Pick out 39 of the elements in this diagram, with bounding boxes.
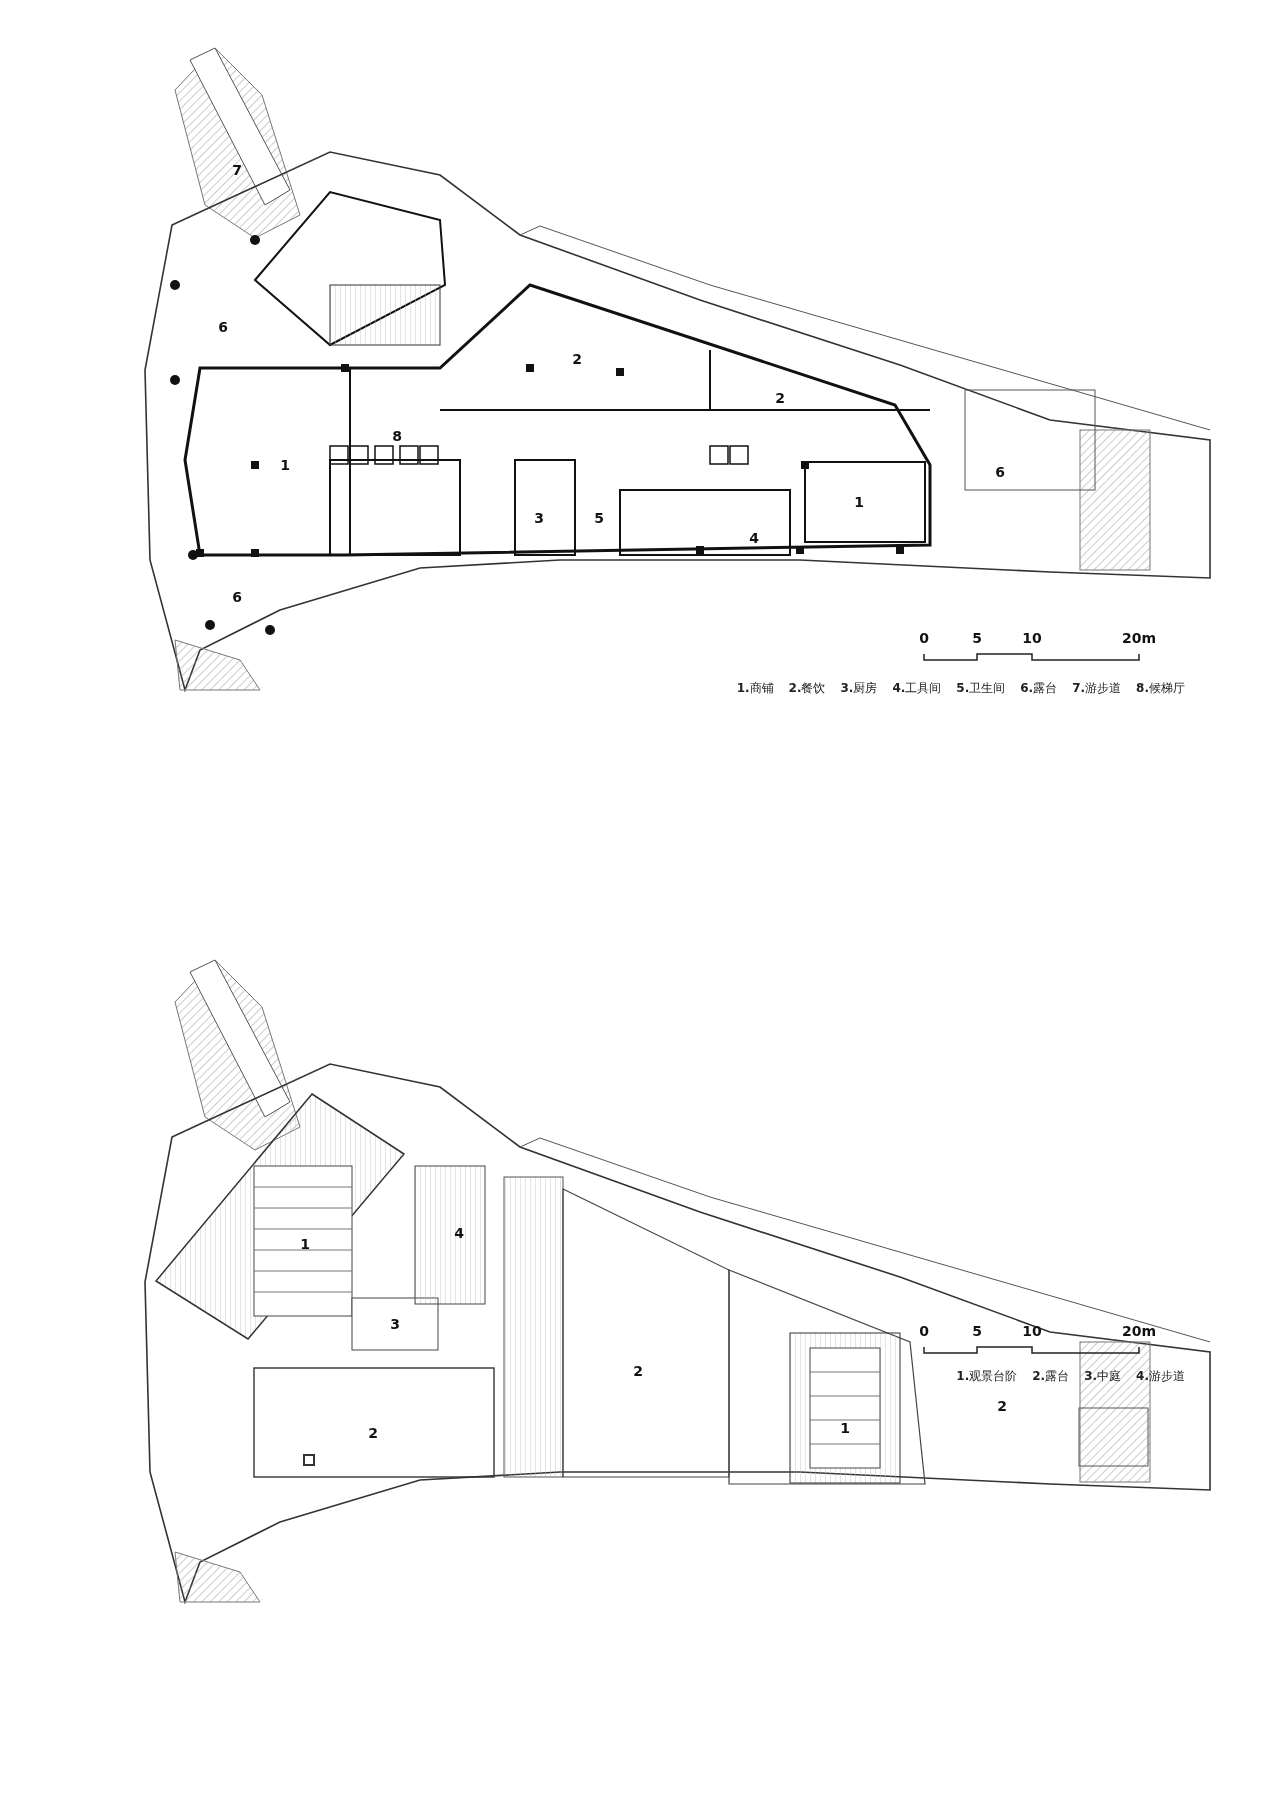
room-number: 4 xyxy=(749,531,759,545)
room-number: 7 xyxy=(232,163,242,177)
room-number: 5 xyxy=(594,511,604,525)
scale-label: 5 xyxy=(972,631,982,645)
legend-item: 2.餐饮 xyxy=(788,680,826,697)
legend-item: 4.游步道 xyxy=(1136,1368,1185,1385)
scale-label: 10 xyxy=(1022,631,1042,645)
scale-label: 20m xyxy=(1121,631,1157,645)
scale-label: 0 xyxy=(919,631,929,645)
room-number: 1 xyxy=(280,458,290,472)
room-number: 1 xyxy=(854,495,864,509)
room-number: 3 xyxy=(390,1317,400,1331)
legend-item: 4.工具间 xyxy=(892,680,942,697)
legend-item: 1.商铺 xyxy=(736,680,774,697)
legend-item: 8.候梯厅 xyxy=(1136,680,1185,697)
room-number: 4 xyxy=(454,1226,464,1240)
legend-item: 7.游步道 xyxy=(1072,680,1122,697)
room-number: 6 xyxy=(232,590,242,604)
legend-item: 2.露台 xyxy=(1032,1368,1070,1385)
legend-item: 1.观景台阶 xyxy=(956,1368,1018,1385)
legend-item: 3.中庭 xyxy=(1084,1368,1122,1385)
room-number: 8 xyxy=(392,429,402,443)
legend-item: 3.厨房 xyxy=(840,680,878,697)
room-number: 6 xyxy=(218,320,228,334)
room-number: 1 xyxy=(840,1421,850,1435)
legend-item: 6.露台 xyxy=(1020,680,1058,697)
room-number: 2 xyxy=(775,391,785,405)
room-number: 1 xyxy=(300,1237,310,1251)
room-number: 6 xyxy=(995,465,1005,479)
room-number: 2 xyxy=(368,1426,378,1440)
room-number: 2 xyxy=(633,1364,643,1378)
room-number: 2 xyxy=(997,1399,1007,1413)
room-number: 2 xyxy=(572,352,582,366)
scale-label: 20m xyxy=(1121,1324,1157,1338)
scale-label: 10 xyxy=(1022,1324,1042,1338)
scale-label: 0 xyxy=(919,1324,929,1338)
scale-label: 5 xyxy=(972,1324,982,1338)
legend-item: 5.卫生间 xyxy=(956,680,1006,697)
room-number: 3 xyxy=(534,511,544,525)
